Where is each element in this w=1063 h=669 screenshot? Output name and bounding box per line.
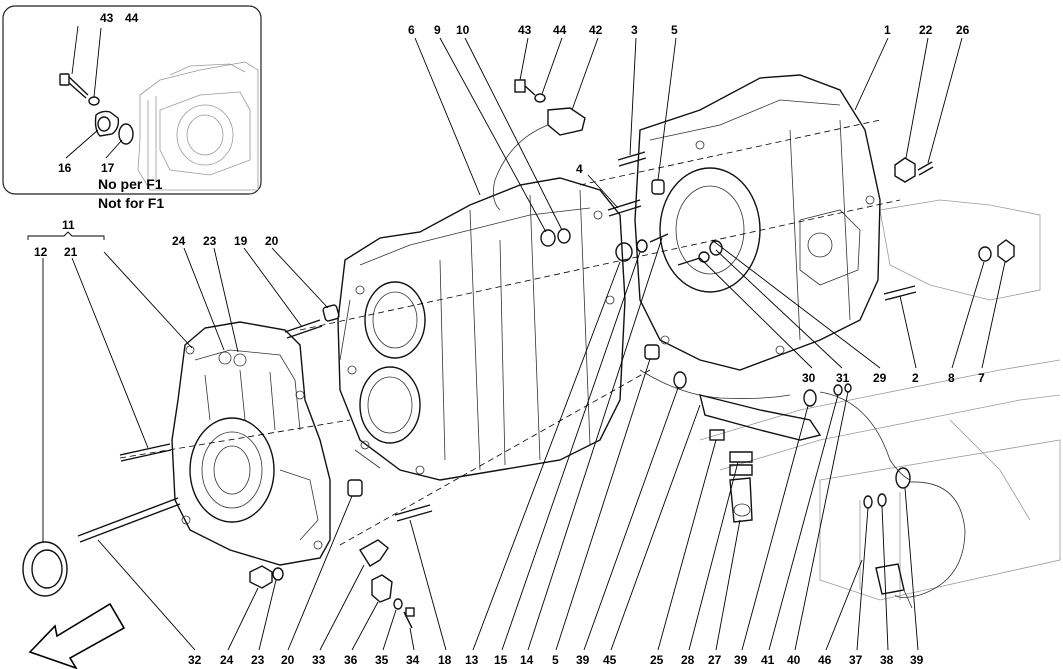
stud-3 [617, 151, 647, 167]
stud-18 [394, 504, 433, 522]
bolts-13-15 [615, 233, 669, 262]
callout-5: 5 [671, 23, 678, 37]
washer-8 [978, 246, 992, 262]
direction-arrow-icon [28, 602, 126, 669]
callouts-bottom: 32 24 23 20 33 36 35 34 18 13 15 14 5 39… [188, 653, 924, 667]
inset-label-17: 17 [101, 161, 115, 175]
small-bracket [359, 539, 415, 629]
callout-36: 36 [344, 653, 358, 667]
callout-14: 14 [520, 653, 534, 667]
callout-20-left: 20 [265, 234, 279, 248]
callout-44: 44 [553, 23, 567, 37]
callout-23-bottom: 23 [251, 653, 265, 667]
callout-4: 4 [576, 162, 583, 176]
callout-18: 18 [438, 653, 452, 667]
nut-9 [540, 229, 556, 247]
callout-19: 19 [234, 234, 248, 248]
callout-37: 37 [849, 653, 863, 667]
callout-5-bottom: 5 [552, 653, 559, 667]
stud-2 [883, 285, 917, 301]
callout-23-left: 23 [203, 234, 217, 248]
callout-2: 2 [912, 371, 919, 385]
callout-13: 13 [465, 653, 479, 667]
inset-label-43: 43 [100, 11, 114, 25]
callout-12: 12 [34, 245, 48, 259]
callout-9: 9 [434, 23, 441, 37]
inset-label-16: 16 [58, 161, 72, 175]
callout-3: 3 [631, 23, 638, 37]
callouts-right: 30 31 29 2 8 7 [802, 371, 985, 385]
callout-26: 26 [956, 23, 970, 37]
callout-39-b: 39 [734, 653, 748, 667]
rear-cover [171, 321, 331, 566]
plug-7 [997, 239, 1015, 263]
callout-22: 22 [919, 23, 933, 37]
callout-38: 38 [880, 653, 894, 667]
stud-4 [607, 199, 642, 217]
leader-lines [42, 37, 1006, 651]
dowel-20-lower [347, 479, 363, 497]
bolts-29-30 [677, 240, 723, 266]
nut-washer-bottom [249, 565, 284, 589]
screw-26 [917, 161, 934, 176]
callout-31: 31 [836, 371, 850, 385]
callout-33: 33 [312, 653, 326, 667]
callout-1: 1 [884, 23, 891, 37]
callout-24-bottom: 24 [220, 653, 234, 667]
inset-label-44: 44 [125, 11, 139, 25]
callout-35: 35 [375, 653, 389, 667]
oil-seal-12 [22, 541, 68, 597]
callout-25: 25 [650, 653, 664, 667]
callout-10: 10 [456, 23, 470, 37]
callout-21: 21 [64, 245, 78, 259]
background-chassis-sketch [699, 199, 1061, 601]
callout-34: 34 [406, 653, 420, 667]
callout-46: 46 [818, 653, 832, 667]
front-housing [634, 74, 881, 371]
callout-45: 45 [603, 653, 617, 667]
harness-bracket [639, 369, 822, 523]
washer-10 [557, 228, 571, 244]
callouts-left: 12 21 24 23 19 20 [34, 234, 279, 259]
callout-15: 15 [494, 653, 508, 667]
stud-21 [119, 443, 172, 462]
callout-43: 43 [518, 23, 532, 37]
callout-6: 6 [408, 23, 415, 37]
inset-note-en: Not for F1 [98, 195, 164, 211]
dowel-5 [651, 179, 665, 195]
callout-32: 32 [188, 653, 202, 667]
callout-8: 8 [948, 371, 955, 385]
callout-28: 28 [681, 653, 695, 667]
callout-30: 30 [802, 371, 816, 385]
callout-29: 29 [873, 371, 887, 385]
intermediate-housing [337, 177, 626, 481]
callout-39-a: 39 [576, 653, 590, 667]
inset-note-it: No per F1 [98, 176, 163, 192]
stud-32 [77, 497, 181, 543]
callout-27: 27 [708, 653, 722, 667]
group-label-11: 11 [62, 218, 75, 232]
dowel-lower [644, 344, 660, 360]
callout-20-bottom: 20 [281, 653, 295, 667]
callout-41: 41 [761, 653, 775, 667]
group-bracket: 11 [27, 218, 105, 240]
callout-24-left: 24 [172, 234, 186, 248]
callouts-top: 6 9 10 43 44 42 3 5 1 22 26 4 [408, 23, 970, 176]
callout-39-c: 39 [910, 653, 924, 667]
stud-19 [284, 319, 323, 339]
callout-7: 7 [978, 371, 985, 385]
inset-panel: 43 44 16 17 No per F1 Not for F1 [2, 5, 262, 211]
callout-40: 40 [787, 653, 801, 667]
dowel-20 [322, 304, 340, 322]
callout-42: 42 [589, 23, 603, 37]
plug-22 [894, 157, 916, 183]
